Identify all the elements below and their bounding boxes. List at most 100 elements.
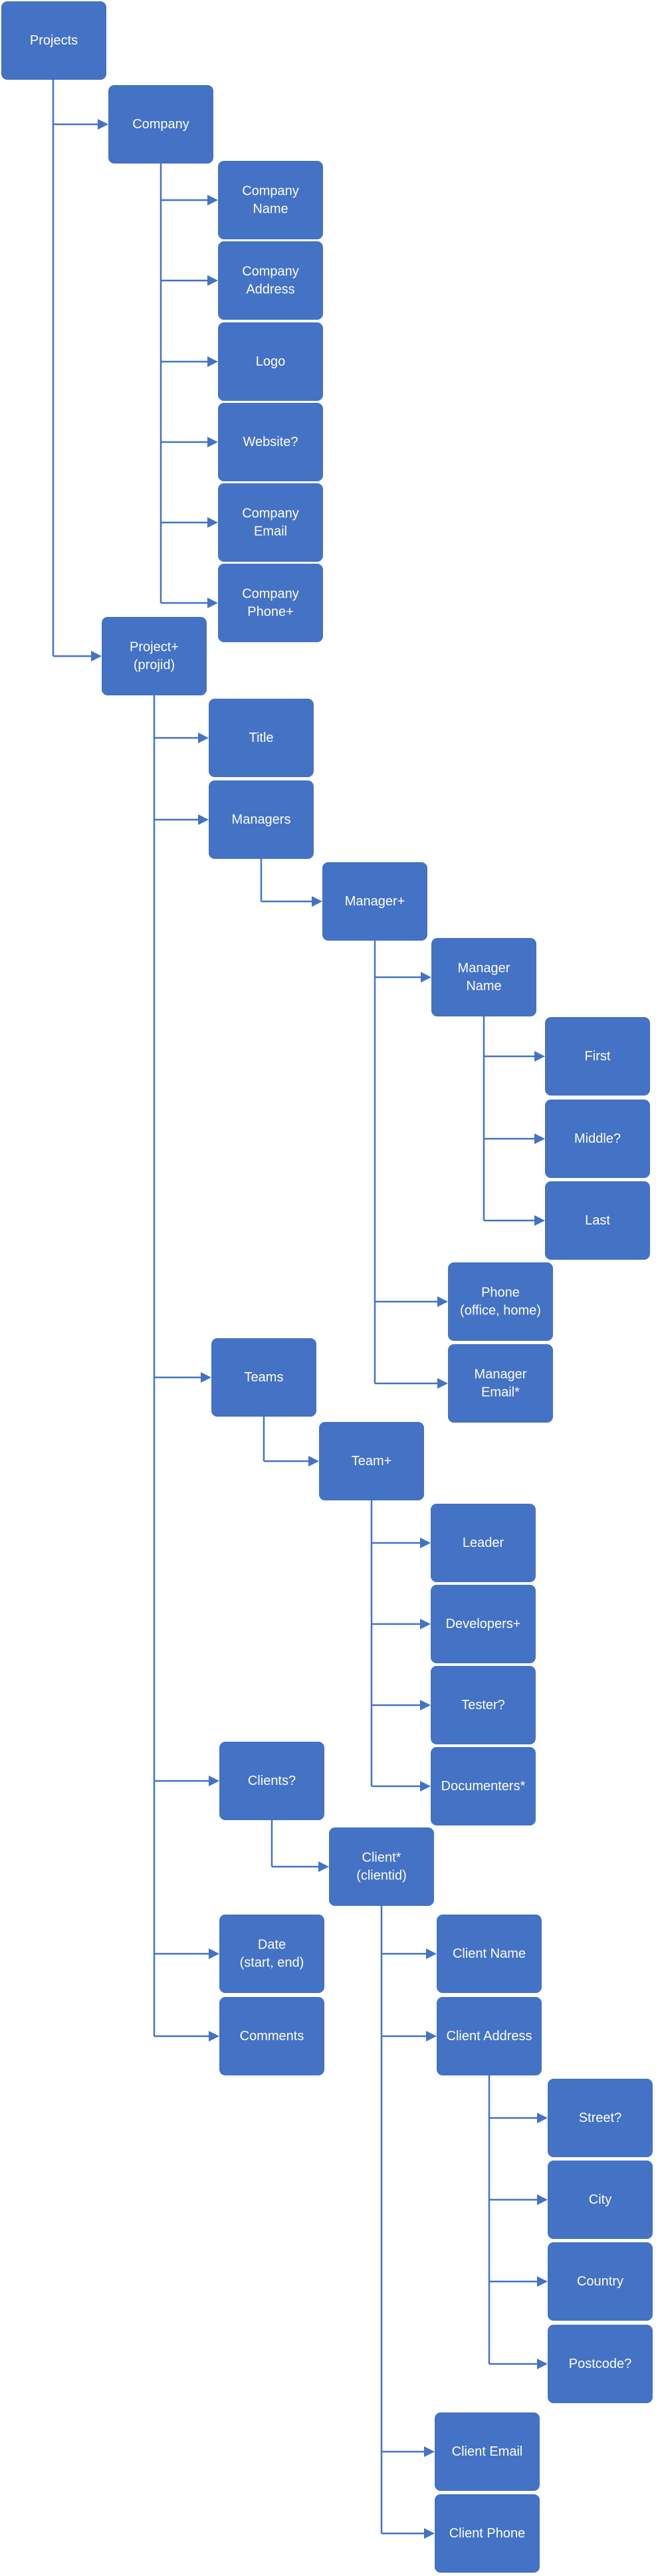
node-label-company: Company — [132, 117, 189, 132]
node-label-first: First — [585, 1049, 611, 1064]
node-label-middle: Middle? — [574, 1131, 621, 1146]
node-first: First — [545, 1017, 650, 1096]
arrowhead-company-address — [207, 275, 218, 286]
node-client-email: Client Email — [435, 2412, 540, 2491]
node-label-manager-email-line-1: Manager — [475, 1367, 527, 1382]
node-label-projects: Projects — [30, 33, 78, 48]
node-label-manager-email-line-2: Email* — [481, 1385, 520, 1400]
node-box-website — [218, 403, 323, 481]
arrowhead-company-phone — [207, 598, 218, 608]
node-label-project-line-1: Project+ — [130, 640, 179, 655]
node-box-first — [545, 1017, 650, 1096]
arrowhead-documenters — [420, 1781, 431, 1792]
node-box-phone — [448, 1262, 553, 1341]
node-client-address: Client Address — [437, 1997, 542, 2075]
arrowhead-managers — [198, 814, 209, 825]
node-client-phone: Client Phone — [435, 2494, 540, 2573]
arrowhead-team — [308, 1456, 319, 1466]
node-label-client-address: Client Address — [447, 2029, 532, 2044]
node-manager: Manager+ — [322, 862, 427, 941]
node-label-logo: Logo — [256, 354, 286, 369]
node-box-company — [108, 85, 213, 164]
node-box-client-address — [437, 1997, 542, 2075]
arrowhead-leader — [420, 1538, 431, 1548]
node-projects: Projects — [1, 1, 106, 80]
node-logo: Logo — [218, 322, 323, 401]
arrowhead-street — [537, 2113, 548, 2123]
node-label-team: Team+ — [352, 1454, 392, 1468]
arrowhead-client-address — [426, 2031, 437, 2042]
node-label-comments: Comments — [240, 2029, 304, 2044]
node-label-title: Title — [249, 731, 273, 745]
node-box-manager — [322, 862, 427, 941]
node-label-manager: Manager+ — [345, 894, 405, 909]
arrowhead-last — [534, 1215, 545, 1226]
node-box-tester — [431, 1666, 536, 1744]
node-documenters: Documenters* — [431, 1747, 536, 1825]
arrowhead-phone — [437, 1296, 448, 1307]
node-developers: Developers+ — [431, 1585, 536, 1663]
arrowhead-first — [534, 1051, 545, 1062]
node-box-middle — [545, 1100, 650, 1178]
node-box-last — [545, 1181, 650, 1260]
node-teams: Teams — [211, 1338, 316, 1417]
node-box-manager-email — [448, 1344, 553, 1423]
node-project: Project+(projid) — [102, 617, 207, 695]
node-box-country — [548, 2242, 653, 2321]
arrowhead-postcode — [537, 2359, 548, 2369]
node-label-date-line-1: Date — [258, 1938, 286, 1952]
node-box-projects — [1, 1, 106, 80]
node-label-company-email-line-2: Email — [254, 525, 287, 539]
node-street: Street? — [548, 2079, 653, 2157]
arrowhead-client-email — [424, 2446, 435, 2457]
arrowhead-client-name — [426, 1948, 437, 1959]
node-box-project — [102, 617, 207, 695]
node-box-company-email — [218, 483, 323, 562]
node-label-company-email-line-1: Company — [242, 507, 299, 521]
node-label-tester: Tester? — [461, 1698, 505, 1712]
node-label-manager-name-line-2: Name — [466, 979, 501, 994]
node-box-comments — [219, 1997, 324, 2075]
node-box-date — [219, 1915, 324, 1993]
node-box-team — [319, 1422, 424, 1500]
node-company: Company — [108, 85, 213, 164]
node-label-date-line-2: (start, end) — [240, 1956, 304, 1970]
node-label-documenters: Documenters* — [441, 1779, 526, 1794]
arrowhead-comments — [209, 2031, 219, 2042]
node-box-leader — [431, 1504, 536, 1582]
arrowhead-title — [198, 733, 209, 743]
node-box-teams — [211, 1338, 316, 1417]
arrowhead-manager-name — [421, 972, 431, 983]
node-label-developers: Developers+ — [446, 1617, 521, 1631]
node-label-company-phone-line-1: Company — [242, 587, 299, 602]
node-label-clients: Clients? — [248, 1774, 296, 1788]
node-clients: Clients? — [219, 1742, 324, 1820]
node-title: Title — [209, 699, 314, 777]
node-label-company-name-line-1: Company — [242, 184, 299, 199]
node-label-client-line-2: (clientid) — [356, 1869, 407, 1883]
node-managers: Managers — [209, 780, 314, 859]
connectors-layer — [52, 80, 548, 2539]
arrowhead-website — [207, 437, 218, 447]
node-middle: Middle? — [545, 1100, 650, 1178]
node-box-company-phone — [218, 564, 323, 642]
node-box-managers — [209, 780, 314, 859]
node-box-city — [548, 2161, 653, 2239]
arrowhead-project — [91, 651, 102, 661]
node-country: Country — [548, 2242, 653, 2321]
node-leader: Leader — [431, 1504, 536, 1582]
node-postcode: Postcode? — [548, 2325, 653, 2403]
arrowhead-date — [209, 1948, 219, 1959]
node-box-company-name — [218, 161, 323, 239]
arrowhead-city — [537, 2194, 548, 2205]
arrowhead-tester — [420, 1700, 431, 1710]
node-label-teams: Teams — [245, 1370, 284, 1385]
node-label-last: Last — [585, 1213, 610, 1228]
node-tester: Tester? — [431, 1666, 536, 1744]
arrowhead-manager — [312, 896, 322, 907]
node-label-street: Street? — [579, 2111, 621, 2125]
